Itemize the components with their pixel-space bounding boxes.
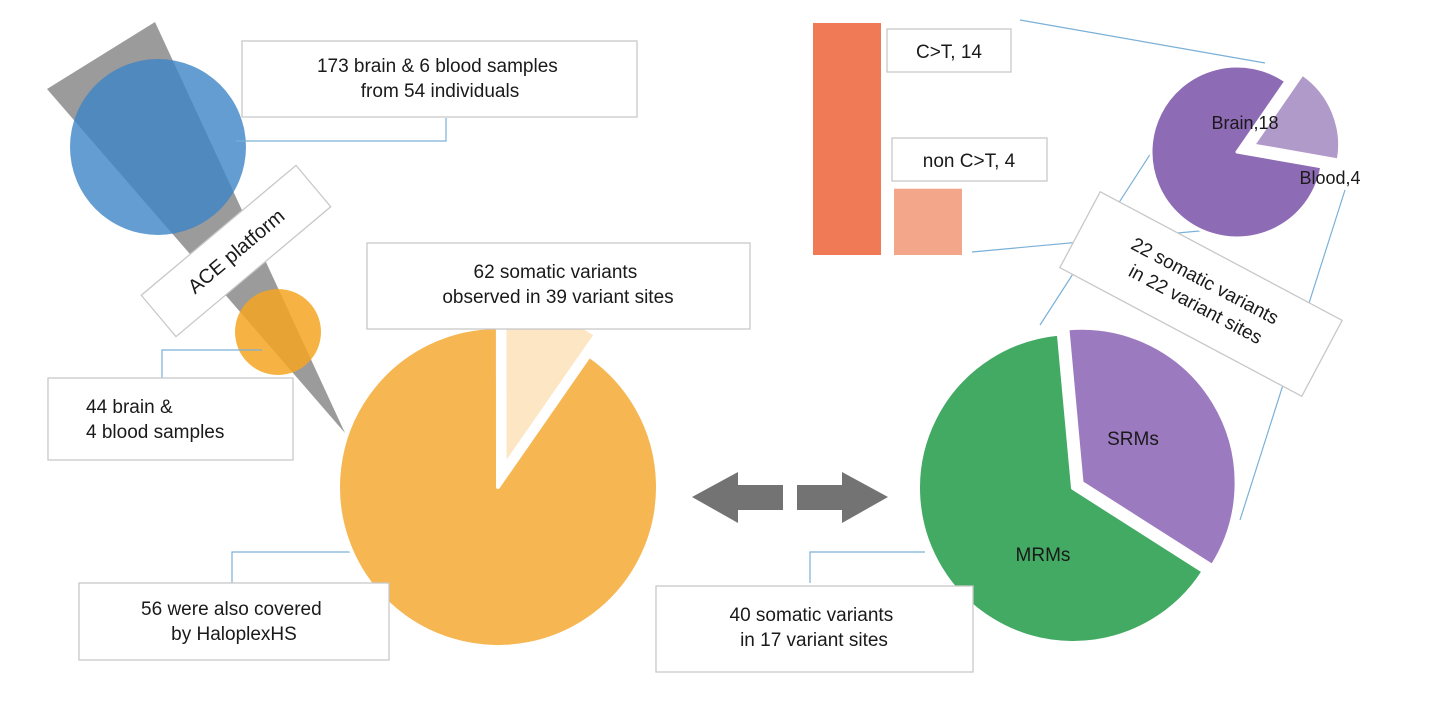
mutation-type-bars — [813, 23, 962, 255]
arrow-left-icon — [692, 472, 783, 523]
subset-samples-line-1: 44 brain & — [86, 397, 173, 418]
bar-nonct-box — [891, 137, 1048, 182]
pie-slice-covered — [336, 325, 660, 649]
arrow-right-icon — [797, 472, 888, 523]
variants-total-box — [366, 242, 751, 330]
mrm-variants-label: 40 somatic variants in 17 variant sites — [730, 605, 899, 651]
bar-ct-box — [886, 28, 1012, 73]
pie-mrm-label: MRMs — [1016, 545, 1071, 566]
variants-total-line-2: observed in 39 variant sites — [442, 287, 673, 308]
pie-slice-brain — [1149, 64, 1324, 240]
connector-bar-top — [1019, 19, 1266, 64]
srm-variants-box — [1058, 190, 1344, 398]
total-samples-line-1: 173 brain & 6 blood samples — [317, 56, 558, 77]
pie-slice-srm — [1065, 325, 1239, 569]
mrm-variants-line-1: 40 somatic variants — [730, 605, 894, 626]
mrm-variants-line-2: in 17 variant sites — [740, 630, 888, 651]
haloplex-box — [78, 582, 390, 661]
variants-total-label: 62 somatic variants observed in 39 varia… — [442, 262, 673, 308]
subset-samples-circle — [235, 289, 321, 375]
subset-samples-line-2: 4 blood samples — [86, 422, 224, 443]
total-samples-circle — [70, 59, 246, 235]
bar-nonct-label: non C>T, 4 — [923, 151, 1016, 172]
connector-haloplex — [231, 551, 360, 583]
connector-subset-samples — [161, 349, 262, 378]
tissue-pie — [1149, 64, 1342, 240]
mrm-srm-pie — [916, 325, 1239, 645]
connector-mrm — [809, 551, 925, 583]
subset-samples-box — [47, 377, 294, 461]
pie-slice-blood — [1252, 72, 1342, 162]
variants-total-line-1: 62 somatic variants — [474, 262, 638, 283]
total-samples-line-2: from 54 individuals — [361, 81, 519, 102]
pie-srm-label: SRMs — [1107, 429, 1159, 450]
subset-samples-label: 44 brain & 4 blood samples — [86, 397, 224, 443]
total-samples-label: 173 brain & 6 blood samples from 54 indi… — [317, 56, 563, 102]
connectors-left — [161, 118, 447, 583]
pie-blood-label: Blood,4 — [1299, 168, 1360, 188]
mrm-variants-box — [655, 585, 974, 673]
pie-brain-label: Brain,18 — [1211, 113, 1278, 133]
pie-slice-mrm — [916, 331, 1206, 645]
bar-ct — [813, 23, 881, 255]
haloplex-label: 56 were also covered by HaloplexHS — [141, 599, 327, 645]
haloplex-line-2: by HaloplexHS — [171, 624, 297, 645]
connector-total-samples — [236, 118, 447, 142]
bar-ct-label: C>T, 14 — [916, 42, 982, 63]
bar-nonct — [894, 188, 962, 255]
ace-platform-box — [140, 164, 332, 338]
total-samples-box — [241, 40, 638, 118]
haloplex-line-1: 56 were also covered — [141, 599, 322, 620]
